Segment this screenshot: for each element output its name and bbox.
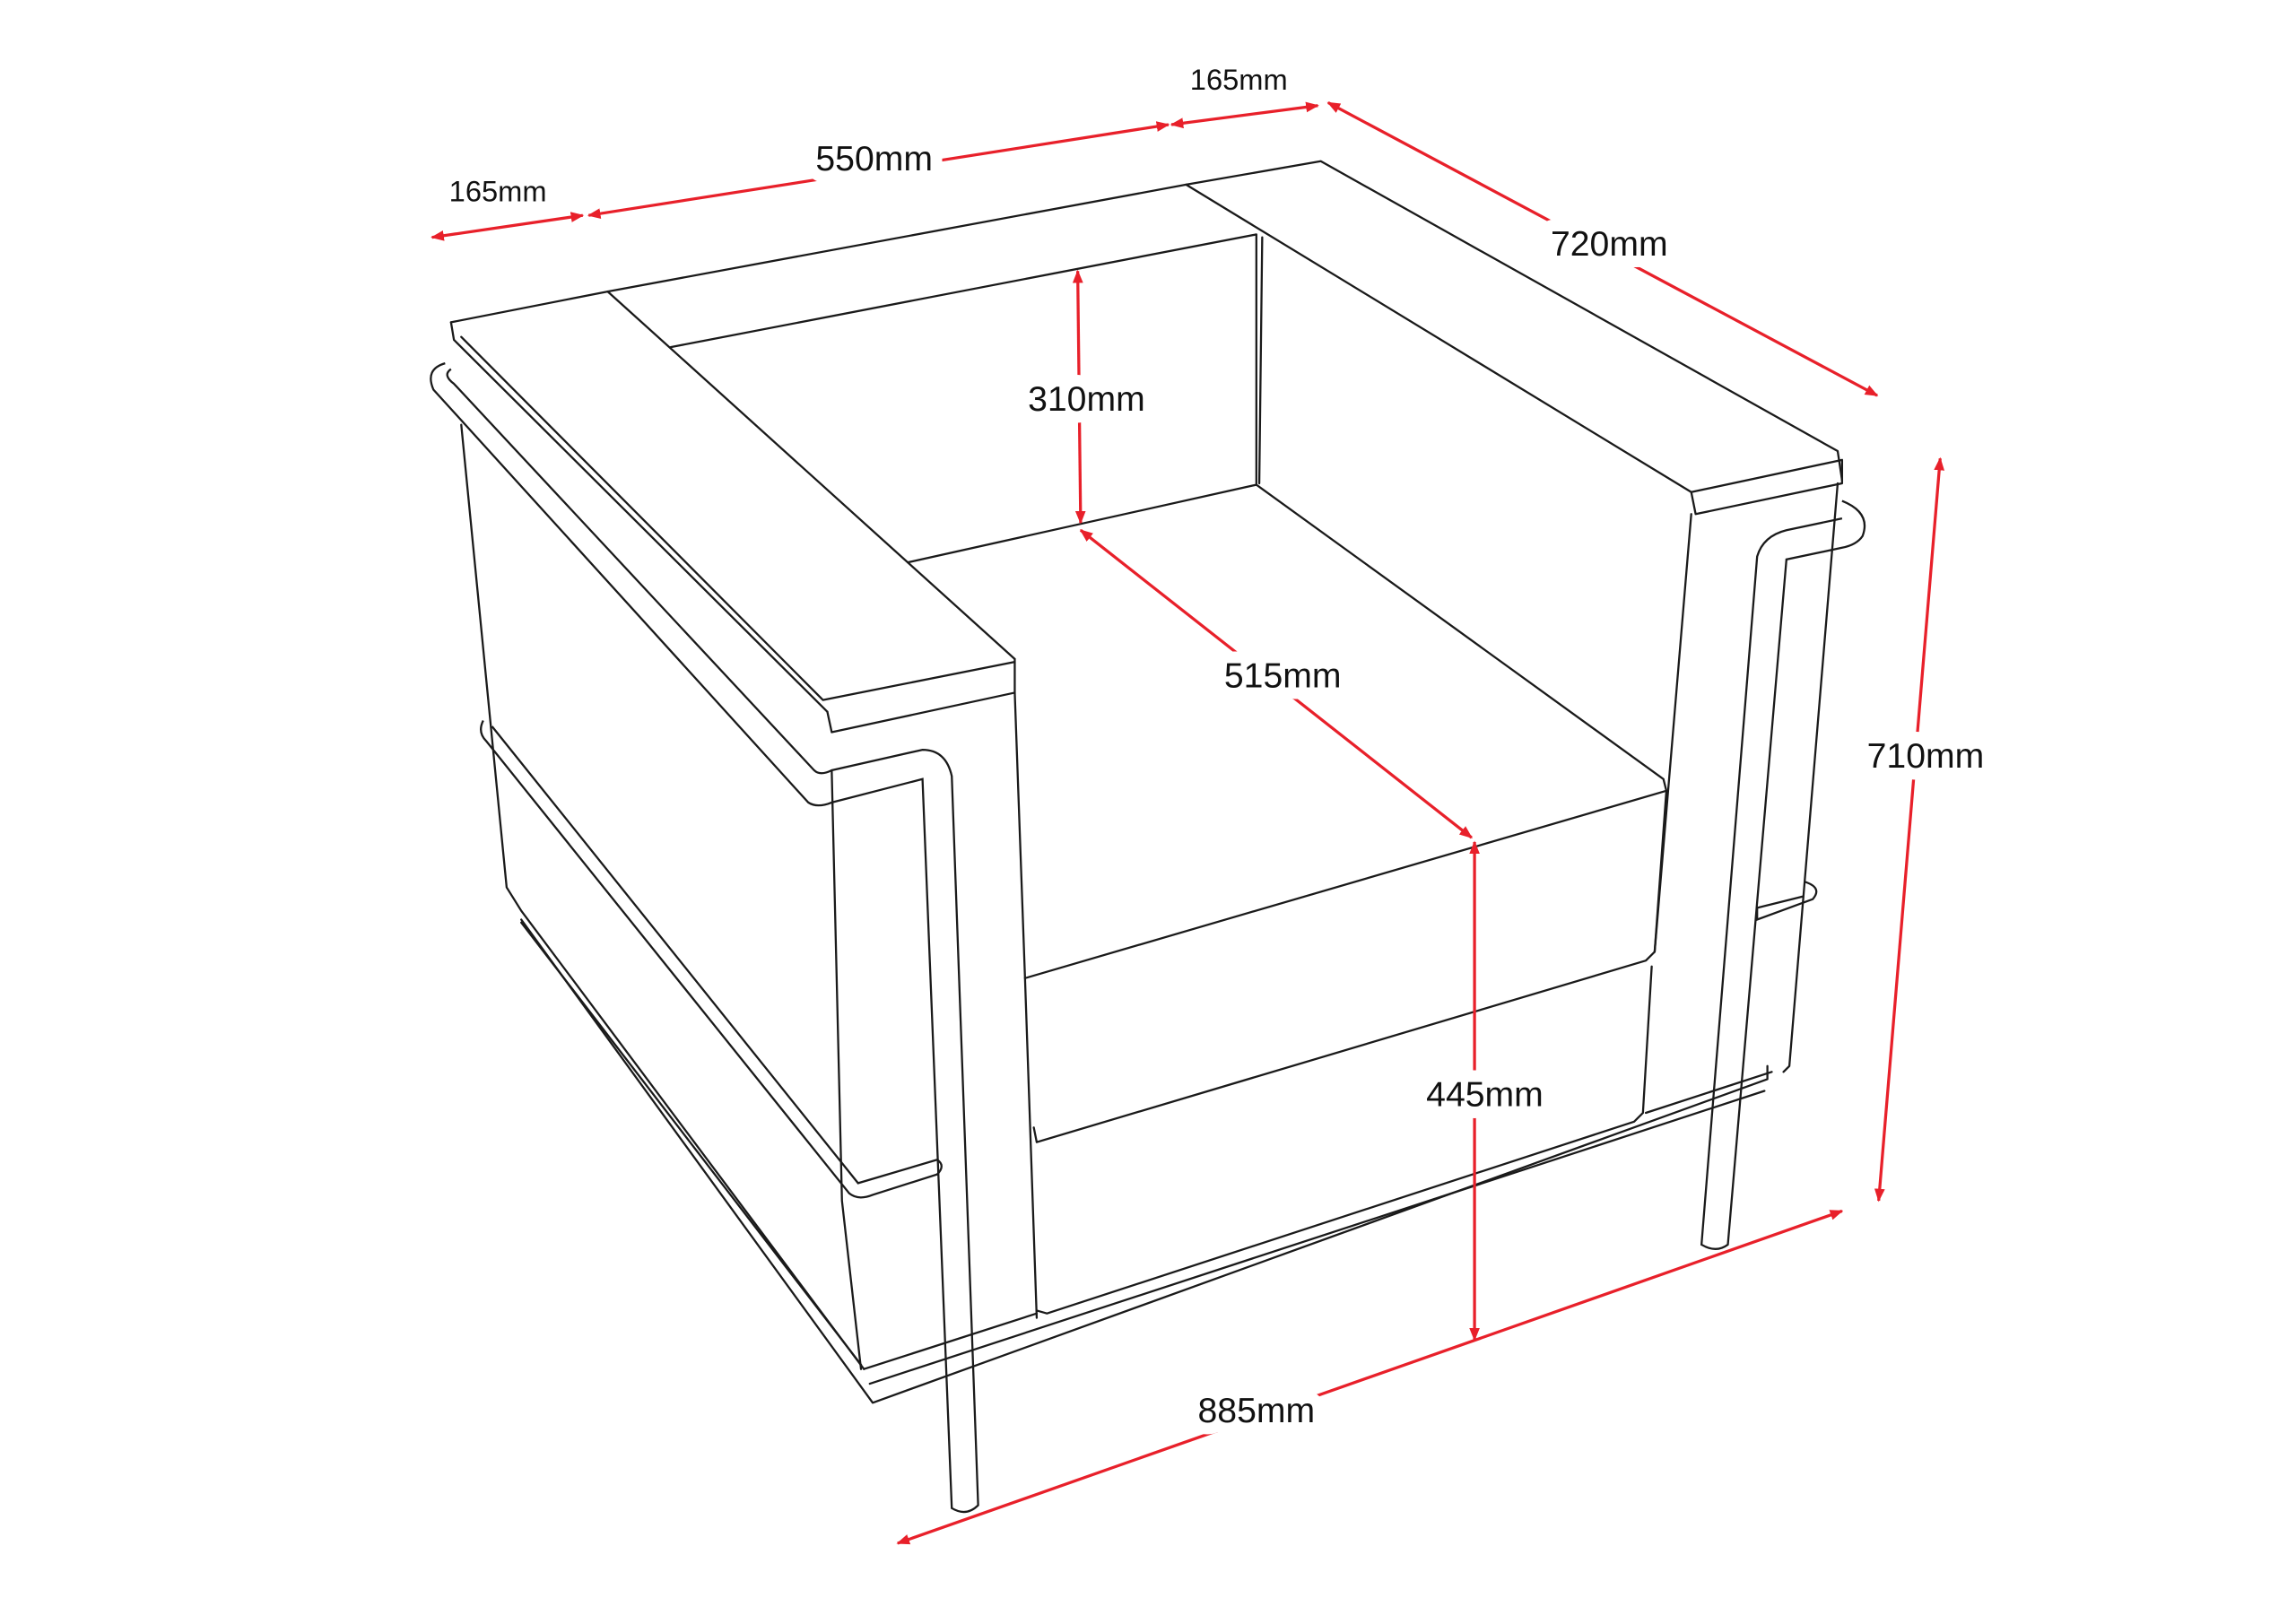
left-arm-inner-edge — [460, 335, 1016, 701]
dim-seat-depth-arrow — [1079, 528, 1473, 839]
label-back-height: 310mm — [1028, 380, 1145, 419]
left-arm-inner-face — [1013, 691, 1039, 1319]
left-top-tube — [430, 361, 979, 1514]
dim-right-arm-width-arrow — [1170, 101, 1319, 129]
dimension-lines — [430, 101, 1945, 1545]
right-arm-inner-side — [1653, 513, 1692, 953]
label-seat-width: 550mm — [815, 140, 933, 178]
right-arm-front — [1690, 458, 1844, 516]
seat-base-front — [1035, 965, 1653, 1315]
label-depth: 720mm — [1551, 225, 1668, 264]
dim-depth-arrow — [1326, 101, 1879, 397]
armchair-drawing — [430, 160, 1866, 1514]
dim-total-width-arrow — [896, 1209, 1844, 1545]
right-top-tube — [1700, 499, 1866, 1250]
left-lower-tube — [480, 719, 943, 1199]
label-total-height: 710mm — [1867, 737, 1985, 776]
inner-back — [669, 233, 1257, 564]
left-arm-side — [460, 423, 865, 1370]
base-lower — [868, 1090, 1766, 1385]
seat-cushion-front — [1032, 789, 1668, 1143]
label-seat-height: 445mm — [1426, 1075, 1544, 1114]
dim-total-height-arrow — [1874, 456, 1945, 1203]
left-arm-front-face — [831, 769, 863, 1370]
label-seat-depth: 515mm — [1224, 656, 1342, 695]
right-arm-outer-side — [1782, 482, 1839, 1073]
right-lower-tube — [1756, 880, 1818, 922]
dim-seat-width-arrow — [587, 121, 1170, 219]
dim-back-height-arrow — [1072, 269, 1086, 525]
top-outline — [449, 160, 1844, 482]
right-arm-lower — [1644, 1071, 1773, 1115]
seat-top — [1023, 483, 1668, 979]
left-arm-front — [826, 657, 1016, 734]
left-arm-seam — [606, 290, 1016, 661]
inner-back-edge — [1257, 236, 1264, 485]
label-right-arm-width: 165mm — [1190, 63, 1288, 96]
dim-left-arm-width-arrow — [430, 212, 585, 241]
dimension-labels: 165mm 550mm 165mm 720mm 310mm 515mm 445m… — [438, 51, 1996, 1442]
left-arm-top-edge — [449, 321, 829, 713]
label-total-width: 885mm — [1198, 1392, 1316, 1430]
label-left-arm-width: 165mm — [449, 174, 547, 207]
base-front — [863, 1312, 1039, 1370]
